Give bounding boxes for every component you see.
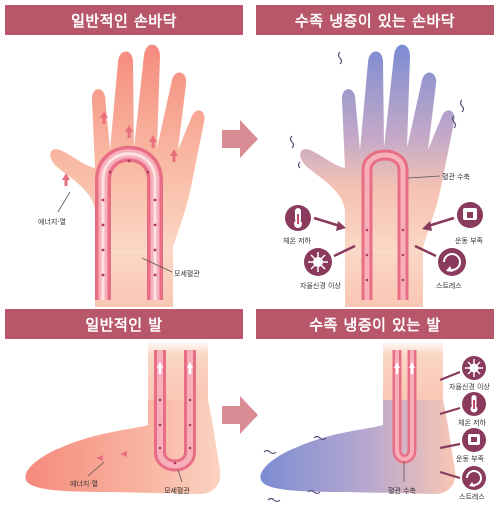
title-normal-foot: 일반적인 발 bbox=[5, 309, 243, 339]
title-normal-palm: 일반적인 손바닥 bbox=[5, 5, 243, 35]
leader-energy-hand bbox=[57, 191, 71, 213]
label-capillary-foot: 모세혈관 bbox=[164, 486, 190, 495]
label-stress-foot: 스트레스 bbox=[459, 492, 485, 501]
cause-arrow bbox=[313, 216, 341, 228]
running-icon bbox=[457, 202, 483, 228]
arrow-right-icon bbox=[222, 120, 258, 158]
cause-arrow bbox=[439, 470, 461, 480]
cause-arrowhead bbox=[422, 221, 432, 231]
label-autonomic-foot: 자율신경 이상 bbox=[449, 382, 490, 391]
cause-arrow bbox=[439, 370, 461, 382]
cause-arrow bbox=[427, 216, 455, 228]
label-exercise-hand: 운동 부족 bbox=[455, 237, 484, 245]
cause-arrow bbox=[439, 406, 461, 416]
normal-foot bbox=[25, 340, 221, 494]
thermometer-icon bbox=[285, 205, 311, 231]
title-cold-palm: 수족 냉증이 있는 손바닥 bbox=[256, 5, 494, 35]
stress-icon bbox=[462, 466, 486, 490]
label-exercise-foot: 운동 부족 bbox=[456, 455, 485, 463]
stress-icon bbox=[438, 248, 466, 276]
arrow-right-icon-bottom bbox=[222, 396, 258, 434]
label-energy-heat-foot: 에너지·열 bbox=[70, 479, 98, 488]
virus-icon bbox=[304, 248, 332, 276]
cause-arrow bbox=[439, 442, 461, 450]
normal-hand bbox=[50, 44, 205, 307]
leader-capillary-foot bbox=[177, 469, 183, 483]
virus-icon bbox=[462, 356, 486, 380]
label-low-temp-foot: 체온 저하 bbox=[458, 418, 487, 427]
leader-capillary-hand bbox=[141, 257, 173, 273]
cold-hand bbox=[289, 44, 465, 307]
label-low-temp-hand: 체온 저하 bbox=[283, 236, 312, 245]
label-capillary-hand: 모세혈관 bbox=[174, 269, 200, 278]
label-energy-heat-hand: 에너지·열 bbox=[38, 217, 66, 226]
running-icon bbox=[462, 428, 486, 452]
cause-arrow bbox=[414, 244, 437, 258]
label-stress-hand: 스트레스 bbox=[436, 281, 462, 290]
label-constriction-foot: 혈관 수축 bbox=[388, 486, 417, 495]
cold-foot bbox=[260, 340, 456, 503]
title-cold-foot: 수족 냉증이 있는 발 bbox=[256, 309, 494, 339]
cause-arrow bbox=[333, 244, 356, 258]
label-autonomic-hand: 자율신경 이상 bbox=[300, 281, 341, 290]
thermometer-icon bbox=[462, 392, 486, 416]
leader-constriction-hand bbox=[407, 175, 441, 179]
leader-energy-foot bbox=[87, 461, 105, 477]
cause-arrowhead bbox=[336, 221, 346, 231]
label-constriction-hand: 혈관 수축 bbox=[442, 172, 471, 181]
